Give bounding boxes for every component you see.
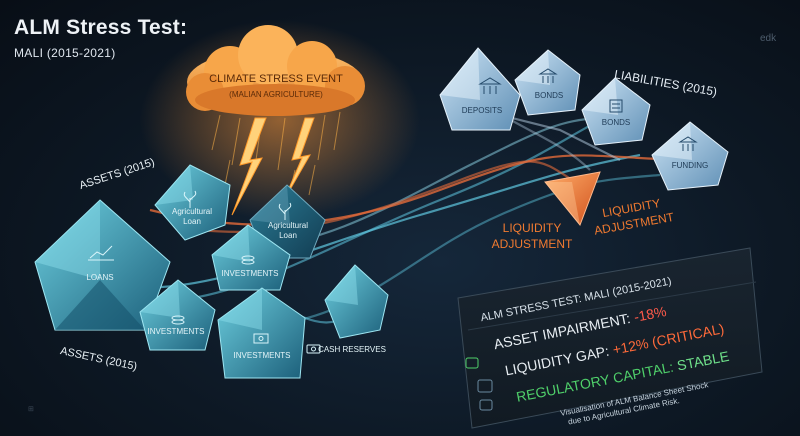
asset-crystals bbox=[34, 164, 389, 379]
label-funding: FUNDING bbox=[672, 161, 708, 170]
crystal-investments-top[interactable] bbox=[211, 224, 291, 291]
label-agri-loan-2-l1: Agricultural bbox=[268, 221, 308, 230]
label-agri-loan-1-l1: Agricultural bbox=[172, 207, 212, 216]
watermark: edk bbox=[760, 33, 777, 44]
stress-test-panel: ALM STRESS TEST: MALI (2015-2021) ASSET … bbox=[457, 247, 763, 429]
crystal-investments-bottom[interactable] bbox=[217, 287, 306, 379]
crystal-funding[interactable] bbox=[651, 121, 729, 191]
panel-side-icons bbox=[465, 357, 493, 411]
assets-label-bottom: ASSETS (2015) bbox=[59, 345, 138, 373]
bank-icon bbox=[478, 77, 502, 94]
plant-icon bbox=[183, 190, 197, 208]
liability-icons bbox=[478, 68, 698, 151]
crystal-investments-left[interactable] bbox=[139, 279, 216, 351]
document-stack-icon bbox=[609, 99, 623, 113]
bank-icon bbox=[678, 136, 698, 151]
panel-divider bbox=[467, 281, 757, 331]
label-bonds-1: BONDS bbox=[535, 91, 563, 100]
coin-stack-icon bbox=[241, 255, 255, 265]
label-investments-top: INVESTMENTS bbox=[222, 269, 279, 278]
asset-icons bbox=[88, 190, 321, 354]
asset-impairment-value: -18% bbox=[633, 303, 668, 325]
crystal-unlabeled[interactable] bbox=[324, 264, 389, 339]
crystal-agri-loan-1[interactable] bbox=[154, 164, 231, 241]
corner-mark: ⊞ bbox=[28, 406, 34, 413]
liquidity-left-l2: ADJUSTMENT bbox=[492, 237, 573, 251]
crystal-loans[interactable] bbox=[34, 199, 171, 331]
label-investments-left: INVESTMENTS bbox=[148, 327, 205, 336]
plant-icon bbox=[278, 202, 292, 220]
liability-crystals bbox=[439, 47, 729, 191]
liability-labels: DEPOSITS BONDS BONDS FUNDING bbox=[462, 91, 708, 170]
storm-group bbox=[140, 20, 420, 220]
storm-title: CLIMATE STRESS EVENT bbox=[209, 73, 343, 85]
crystal-liquidity[interactable] bbox=[544, 171, 601, 226]
liquidity-left-l1: LIQUIDITY bbox=[503, 221, 562, 235]
page-subtitle: MALI (2015-2021) bbox=[14, 46, 116, 60]
label-deposits: DEPOSITS bbox=[462, 106, 502, 115]
label-agri-loan-2-l2: Loan bbox=[279, 231, 297, 240]
label-loans: LOANS bbox=[86, 273, 113, 282]
lightning-bolt-icon bbox=[231, 117, 267, 216]
crystal-deposits[interactable] bbox=[439, 47, 521, 131]
assets-label-top: ASSETS (2015) bbox=[78, 156, 156, 192]
lightning-bolt-icon bbox=[283, 117, 315, 201]
panel-background bbox=[457, 247, 763, 429]
loan-chart-icon bbox=[88, 245, 114, 261]
storm-cloud bbox=[186, 25, 365, 116]
label-agri-loan-1-l2: Loan bbox=[183, 217, 201, 226]
grid-icon[interactable] bbox=[465, 357, 479, 369]
label-bonds-2: BONDS bbox=[602, 118, 630, 127]
storm-text: CLIMATE STRESS EVENT (MALIAN AGRICULTURE… bbox=[209, 73, 343, 99]
coin-stack-icon bbox=[171, 315, 185, 325]
label-cash-reserves: CASH RESERVES bbox=[318, 345, 386, 354]
coin-stack-icon bbox=[253, 333, 269, 344]
card-icon[interactable] bbox=[479, 399, 493, 411]
page-title: ALM Stress Test: bbox=[14, 16, 188, 39]
cash-icon bbox=[306, 344, 321, 354]
bank-icon bbox=[538, 68, 558, 83]
storm-subtitle: (MALIAN AGRICULTURE) bbox=[229, 90, 323, 99]
label-investments-bottom: INVESTMENTS bbox=[234, 351, 291, 360]
book-icon[interactable] bbox=[477, 379, 493, 393]
